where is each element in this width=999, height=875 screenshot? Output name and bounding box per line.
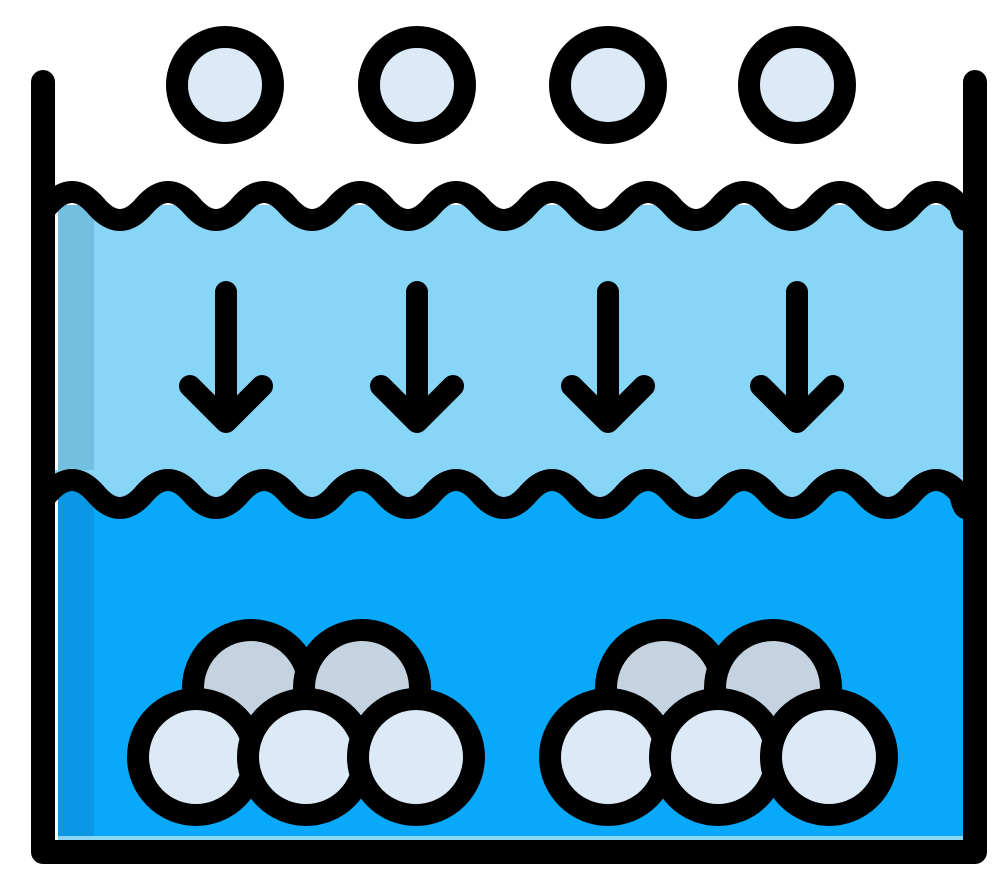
downward-arrows <box>179 281 844 433</box>
floating-particle <box>358 26 476 144</box>
settled-particle-front <box>127 688 265 826</box>
down-arrow-icon <box>750 281 844 433</box>
settled-particle-front <box>649 688 787 826</box>
middle-wave-line <box>37 469 983 519</box>
settled-particle-front <box>237 688 375 826</box>
down-arrow-icon <box>179 281 273 433</box>
settled-pile <box>127 619 485 826</box>
lower-water-side <box>58 490 94 850</box>
top-wave-line <box>37 181 983 231</box>
floating-particle <box>549 26 667 144</box>
settled-particle-front <box>760 688 898 826</box>
settled-pile <box>539 619 898 826</box>
top-wave-mask <box>48 150 972 220</box>
down-arrow-icon <box>370 281 464 433</box>
floating-particles <box>166 26 856 144</box>
down-arrow-icon <box>561 281 655 433</box>
settled-particle-front <box>347 688 485 826</box>
upper-water-fill <box>58 205 966 495</box>
upper-water-side <box>58 205 94 495</box>
floating-particle <box>738 26 856 144</box>
container-outline <box>31 70 987 864</box>
floating-particle <box>166 26 284 144</box>
settled-particle-front <box>539 688 677 826</box>
settled-particle-piles <box>127 619 898 826</box>
